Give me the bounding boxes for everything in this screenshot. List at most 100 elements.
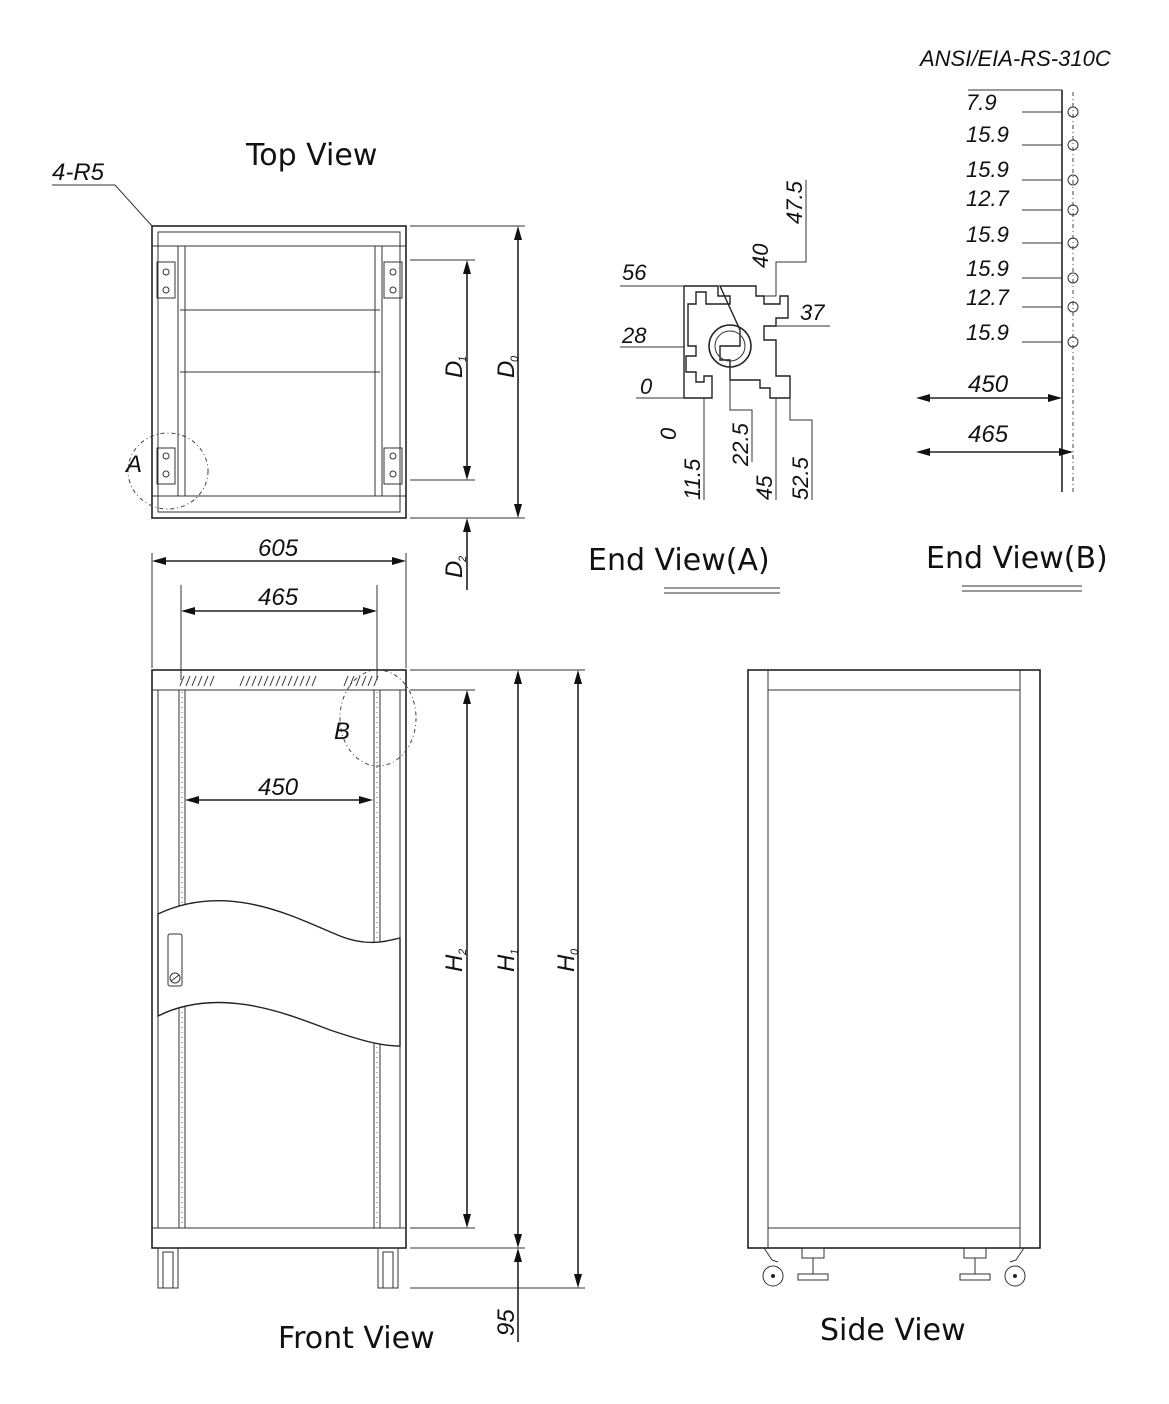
side-cabinet-outline xyxy=(747,669,1041,1249)
svg-text:H: H xyxy=(441,954,468,972)
dim-37: 37 xyxy=(800,300,825,325)
top-bracket-fr xyxy=(383,261,403,299)
top-hole xyxy=(389,470,397,478)
lock-slot xyxy=(170,974,180,982)
front-casters xyxy=(157,1247,399,1289)
dim-47-5: 47.5 xyxy=(782,180,807,224)
detail-b-circle xyxy=(339,669,417,767)
dim-22-5: 22.5 xyxy=(728,422,753,467)
arrowhead xyxy=(1059,448,1073,456)
dim-11-5: 11.5 xyxy=(680,458,705,500)
arrowhead xyxy=(463,1214,471,1228)
arrowhead xyxy=(392,557,406,565)
rack-hole-3 xyxy=(1067,204,1079,216)
leveling-foot-pad xyxy=(797,1273,829,1281)
rack-hole-4 xyxy=(1067,237,1079,249)
rack-hole-5 xyxy=(1067,272,1079,284)
rack-hole-2 xyxy=(1067,174,1079,186)
dim-45: 45 xyxy=(752,475,777,500)
leveling-foot-pad xyxy=(959,1273,991,1281)
arrowhead xyxy=(185,796,199,804)
dim-40: 40 xyxy=(748,243,773,268)
arrowhead xyxy=(463,260,471,274)
top-hole xyxy=(162,452,170,460)
top-right-post xyxy=(374,245,383,497)
pitch-list: 7.915.915.912.715.915.912.715.9 xyxy=(966,90,1079,348)
door-wave-panel xyxy=(157,900,401,1047)
svg-text:2: 2 xyxy=(457,556,469,563)
end-b-465-label: 465 xyxy=(968,421,1009,448)
arrowhead xyxy=(514,504,522,518)
door-handle[interactable] xyxy=(167,933,183,987)
front-view-title: Front View xyxy=(278,1321,435,1356)
end-b-450-label: 450 xyxy=(968,371,1009,398)
corner-radius-label: 4-R5 xyxy=(52,159,105,186)
svg-text:0: 0 xyxy=(509,355,521,362)
dim-52-5: 52.5 xyxy=(788,456,813,500)
dim-0-vertical: 0 xyxy=(656,427,681,440)
arrowhead xyxy=(916,448,930,456)
leveling-foot-base xyxy=(801,1247,825,1259)
arrowhead xyxy=(514,226,522,240)
dim-0-horizontal: 0 xyxy=(640,374,653,399)
leader-22_5 xyxy=(729,380,753,462)
side-view: Side View xyxy=(747,669,1041,1348)
rack-hole-6 xyxy=(1067,301,1079,313)
svg-text:D: D xyxy=(441,561,468,578)
detail-a-label: A xyxy=(124,451,142,478)
arrowhead xyxy=(514,670,522,684)
top-hole xyxy=(162,470,170,478)
end-view-a: 56 28 0 0 40 47.5 37 11.5 22.5 45 52.5 E… xyxy=(588,180,830,594)
pitch-label-5: 15.9 xyxy=(966,256,1009,281)
rack-hole-7 xyxy=(1067,336,1079,348)
arrowhead xyxy=(181,607,195,615)
side-view-title: Side View xyxy=(820,1313,966,1348)
caster-arm xyxy=(763,1247,779,1263)
end-view-a-title: End View(A) xyxy=(588,543,770,578)
d0-label: D 0 xyxy=(493,355,521,378)
leveling-foot-base xyxy=(963,1247,987,1259)
arrowhead xyxy=(916,394,930,402)
rack-hole-0 xyxy=(1067,106,1079,118)
svg-text:2: 2 xyxy=(457,949,469,956)
pitch-label-2: 15.9 xyxy=(966,157,1009,182)
arrowhead xyxy=(574,670,582,684)
h1-label: H 1 xyxy=(493,949,521,972)
svg-text:1: 1 xyxy=(509,949,521,955)
profile-inner-circle xyxy=(714,330,746,362)
front-cabinet-outline xyxy=(151,669,407,1249)
side-casters xyxy=(762,1247,1026,1287)
svg-text:H: H xyxy=(553,954,580,972)
top-bracket-fl xyxy=(156,261,176,299)
top-hole xyxy=(162,268,170,276)
arrowhead xyxy=(363,607,377,615)
top-view-outline xyxy=(151,225,407,519)
front-vents xyxy=(179,675,379,687)
svg-text:0: 0 xyxy=(569,948,581,955)
rack-hole-1 xyxy=(1067,139,1079,151)
top-hole xyxy=(389,268,397,276)
arrowhead xyxy=(152,557,166,565)
width-605-label: 605 xyxy=(258,535,299,562)
lock-icon xyxy=(169,972,181,984)
caster-wheel xyxy=(762,1265,784,1287)
pitch-label-1: 15.9 xyxy=(966,122,1009,147)
top-bracket-rr xyxy=(383,447,403,485)
front-right-caster xyxy=(377,1247,399,1289)
arrowhead xyxy=(514,1234,522,1248)
width-450-label: 450 xyxy=(258,774,299,801)
pitch-label-0: 7.9 xyxy=(966,90,997,115)
caster-wheel xyxy=(1004,1265,1026,1287)
d1-label: D 1 xyxy=(441,356,469,378)
detail-a-circle xyxy=(127,432,209,510)
pitch-label-4: 15.9 xyxy=(966,222,1009,247)
h2-label: H 2 xyxy=(441,949,469,972)
svg-text:1: 1 xyxy=(457,356,469,362)
arrowhead xyxy=(463,690,471,704)
top-view: Top View 4-R5 A xyxy=(52,138,525,590)
width-465-label: 465 xyxy=(258,584,299,611)
svg-text:D: D xyxy=(493,361,520,378)
arrowhead xyxy=(463,466,471,480)
leader-40 xyxy=(764,261,786,297)
dim-28: 28 xyxy=(621,323,647,348)
